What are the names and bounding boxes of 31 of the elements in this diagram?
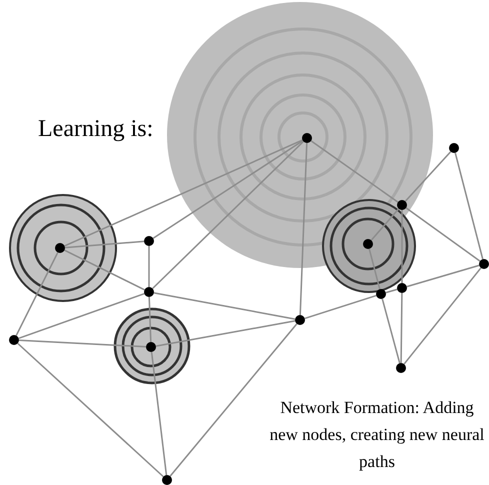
connection-line xyxy=(156,320,296,347)
connection-line xyxy=(406,264,480,288)
connection-line xyxy=(152,140,304,239)
connection-line xyxy=(18,292,145,340)
connection-line xyxy=(404,151,452,202)
connection-line xyxy=(154,292,296,320)
connection-line xyxy=(404,267,482,365)
connection-line xyxy=(152,140,304,290)
connection-line xyxy=(310,140,398,203)
connection-line xyxy=(16,252,58,336)
connection-line xyxy=(406,207,480,262)
connection-line xyxy=(299,142,308,316)
connection-line xyxy=(170,323,298,477)
connection-line xyxy=(64,250,145,290)
connection-line xyxy=(386,288,398,294)
connection-line xyxy=(304,294,376,320)
connection-line xyxy=(148,296,152,342)
connection-line xyxy=(64,139,303,247)
heading-text: Learning is: xyxy=(38,115,154,144)
connection-line xyxy=(370,208,400,241)
connection-line xyxy=(382,298,400,364)
connection-line xyxy=(401,210,403,283)
connection-line xyxy=(148,246,150,287)
connection-line xyxy=(150,352,168,476)
connection-line xyxy=(18,340,146,348)
connection-line xyxy=(64,240,144,248)
connection-line xyxy=(454,152,484,260)
caption-text: Network Formation: Adding new nodes, creating new neural paths xyxy=(268,397,486,473)
connection-line xyxy=(368,248,380,290)
connection-line xyxy=(400,292,403,364)
connection-line xyxy=(17,342,164,478)
